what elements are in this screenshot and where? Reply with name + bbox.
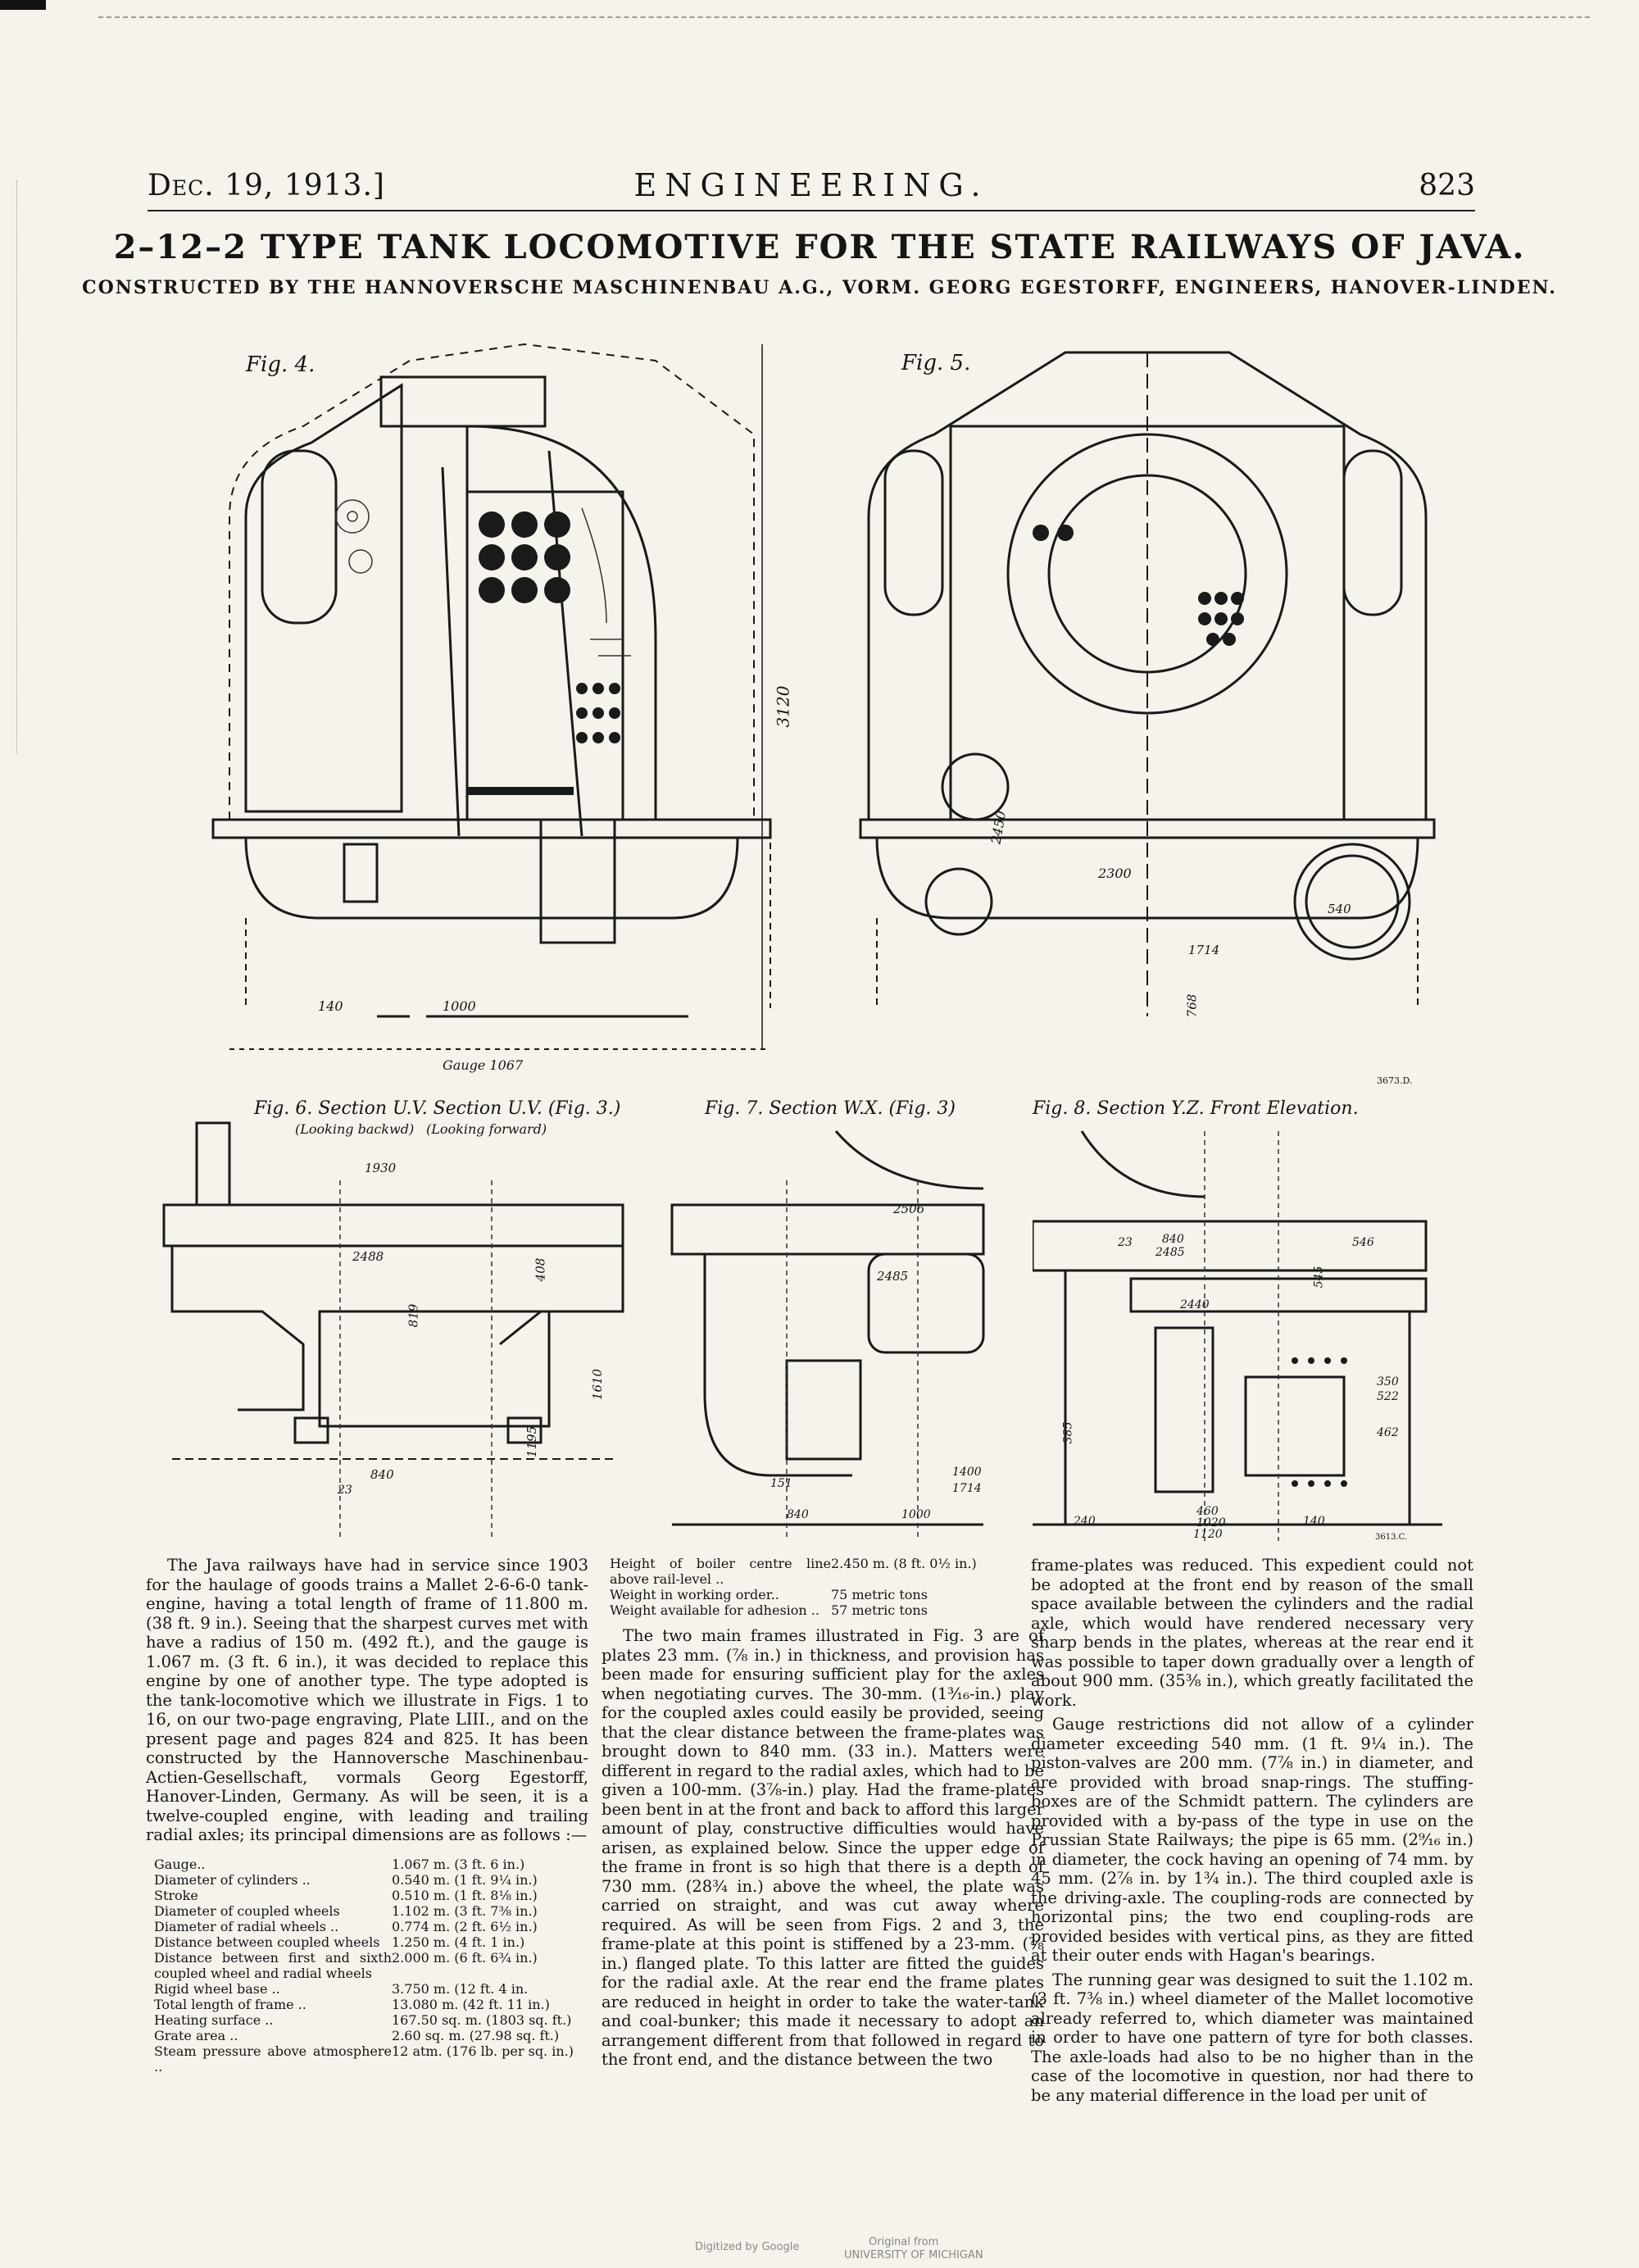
figure-7: Fig. 7. Section W.X. (Fig. 3) 2506 2485 …	[656, 1098, 1000, 1541]
scan-top-rule	[98, 16, 1590, 18]
figure-6-label: Fig. 6. Section U.V. Section U.V. (Fig. …	[254, 1098, 621, 1119]
fig7-dim-b: 2485	[877, 1269, 909, 1284]
fig7-dim-a: 2506	[893, 1202, 925, 1216]
fig7-dim-e: 1000	[901, 1508, 931, 1521]
fig8-dim-o: 240	[1074, 1515, 1096, 1528]
text-column-2: Height of boiler centre line above rail-…	[602, 1556, 1044, 2075]
fig8-dim-l: 1020	[1196, 1516, 1226, 1529]
figure-7-label: Fig. 7. Section W.X. (Fig. 3)	[705, 1098, 956, 1119]
article-title: 2–12–2 TYPE TANK LOCOMOTIVE FOR THE STAT…	[113, 228, 1526, 266]
fig8-dim-i: 462	[1377, 1426, 1399, 1439]
fig7-dim-f: 840	[787, 1508, 809, 1521]
dims-row: Distance between first and sixth coupled…	[154, 1949, 538, 1981]
dims-row: Gauge..1.067 m. (3 ft. 6 in.)	[154, 1856, 525, 1872]
fig6-dim-g: 840	[370, 1467, 394, 1482]
dims-row: Total length of frame ..13.080 m. (42 ft…	[154, 1996, 550, 2012]
fig8-dim-b: 840	[1162, 1233, 1184, 1246]
running-header: ENGINEERING. Dec. 19, 1913.] 823	[148, 166, 1475, 211]
col3-paragraph-1: frame-plates was reduced. This expedient…	[1031, 1556, 1473, 1710]
fig6-dim-c: 408	[533, 1257, 548, 1282]
col2-paragraph-1: The two main frames illustrated in Fig. …	[602, 1626, 1044, 2069]
fig8-plate-number: 3613.C.	[1375, 1533, 1408, 1542]
fig4-dim-a: 140	[318, 998, 343, 1014]
dimensions-table: Gauge..1.067 m. (3 ft. 6 in.) Diameter o…	[154, 1857, 588, 2075]
figure-8-label: Fig. 8. Section Y.Z. Front Elevation.	[1033, 1098, 1359, 1119]
weights-table: Height of boiler centre line above rail-…	[610, 1556, 1044, 1618]
original-from-note: Original from	[869, 2236, 939, 2248]
fig6-dim-d: 819	[406, 1303, 421, 1328]
fig5-dim-b: 2300	[1098, 866, 1132, 881]
fig7-dim-g: 151	[770, 1477, 792, 1490]
figure-4-label: Fig. 4.	[246, 352, 316, 377]
fig6-dim-f: 1610	[590, 1368, 606, 1401]
figure-8: Fig. 8. Section Y.Z. Front Elevation. 23…	[1033, 1098, 1459, 1542]
journal-name: ENGINEERING.	[633, 167, 989, 203]
dims-row: Steam pressure above atmosphere ..12 atm…	[154, 2043, 574, 2075]
dims-row: Heating surface ..167.50 sq. m. (1803 sq…	[154, 2011, 572, 2028]
fig4-gauge: Gauge 1067	[443, 1057, 524, 1073]
col3-paragraph-3: The running gear was designed to suit th…	[1031, 1970, 1473, 2105]
figure-4-drawing	[211, 343, 772, 1050]
fig8-dim-n: 140	[1303, 1515, 1325, 1528]
fig8-dim-a: 2485	[1155, 1246, 1185, 1259]
figure-5-drawing	[859, 351, 1436, 1016]
text-column-3: frame-plates was reduced. This expedient…	[1031, 1556, 1473, 2110]
weights-row: Weight available for adhesion ..57 metri…	[610, 1602, 928, 1618]
dims-row: Rigid wheel base ..3.750 m. (12 ft. 4 in…	[154, 1980, 529, 1997]
fig5-dim-e: 540	[1328, 902, 1351, 916]
figure-4: Fig. 4.	[197, 328, 803, 1090]
figure-6-sublabel-b: (Looking forward)	[426, 1121, 547, 1137]
margin-scan-marks	[16, 180, 34, 754]
fig7-dim-d: 1714	[952, 1482, 982, 1495]
issue-date: Dec. 19, 1913.]	[148, 169, 385, 202]
fig7-dim-c: 1400	[952, 1466, 982, 1479]
fig8-dim-m: 1120	[1193, 1528, 1223, 1541]
university-note: UNIVERSITY OF MICHIGAN	[844, 2249, 983, 2261]
digitized-by-note: Digitized by Google	[695, 2241, 800, 2253]
fig6-dim-e: 1195	[524, 1425, 540, 1458]
figure-5: Fig. 5. 2450 2300 1714 768 540 3673.D.	[852, 328, 1442, 1090]
fig5-dim-d: 768	[1184, 993, 1200, 1018]
figure-7-drawing	[670, 1130, 985, 1541]
article-subtitle: CONSTRUCTED BY THE HANNOVERSCHE MASCHINE…	[82, 277, 1557, 298]
fig8-dim-f: 2440	[1180, 1298, 1210, 1311]
col1-paragraph-1: The Java railways have had in service si…	[146, 1556, 588, 1844]
figure-6: Fig. 6. Section U.V. Section U.V. (Fig. …	[156, 1098, 647, 1541]
fig6-dim-a: 1930	[365, 1161, 397, 1175]
page-number: 823	[1419, 169, 1475, 202]
text-column-1: The Java railways have had in service si…	[146, 1556, 588, 2075]
dims-row: Diameter of cylinders ..0.540 m. (1 ft. …	[154, 1871, 538, 1888]
fig5-plate-number: 3673.D.	[1377, 1075, 1413, 1086]
figure-6-sublabel-a: (Looking backwd)	[295, 1121, 415, 1137]
figure-5-label: Fig. 5.	[901, 351, 971, 375]
fig8-dim-k: 460	[1196, 1505, 1219, 1518]
fig6-dim-b: 2488	[352, 1249, 384, 1264]
dims-row: Grate area ..2.60 sq. m. (27.98 sq. ft.)	[154, 2027, 560, 2043]
fig8-dim-d: 546	[1352, 1236, 1374, 1249]
col3-paragraph-2: Gauge restrictions did not allow of a cy…	[1031, 1715, 1473, 1965]
dims-row: Diameter of radial wheels ..0.774 m. (2 …	[154, 1918, 538, 1934]
figure-8-drawing	[1033, 1130, 1442, 1541]
fig5-dim-c: 1714	[1188, 943, 1220, 957]
fig8-dim-g: 350	[1377, 1375, 1399, 1389]
weights-row: Height of boiler centre line above rail-…	[610, 1556, 977, 1587]
weights-row: Weight in working order..75 metric tons	[610, 1587, 928, 1602]
fig8-dim-c: 23	[1118, 1236, 1133, 1249]
fig8-dim-j: 385	[1061, 1421, 1075, 1444]
fig6-dim-h: 23	[338, 1484, 352, 1497]
fig4-dim-height: 3120	[773, 685, 793, 728]
fig8-dim-e: 545	[1312, 1266, 1326, 1289]
figure-6-drawing	[162, 1121, 624, 1541]
fig8-dim-h: 522	[1377, 1390, 1399, 1403]
fig4-dim-b: 1000	[443, 998, 476, 1014]
scan-corner-mark	[0, 0, 46, 10]
